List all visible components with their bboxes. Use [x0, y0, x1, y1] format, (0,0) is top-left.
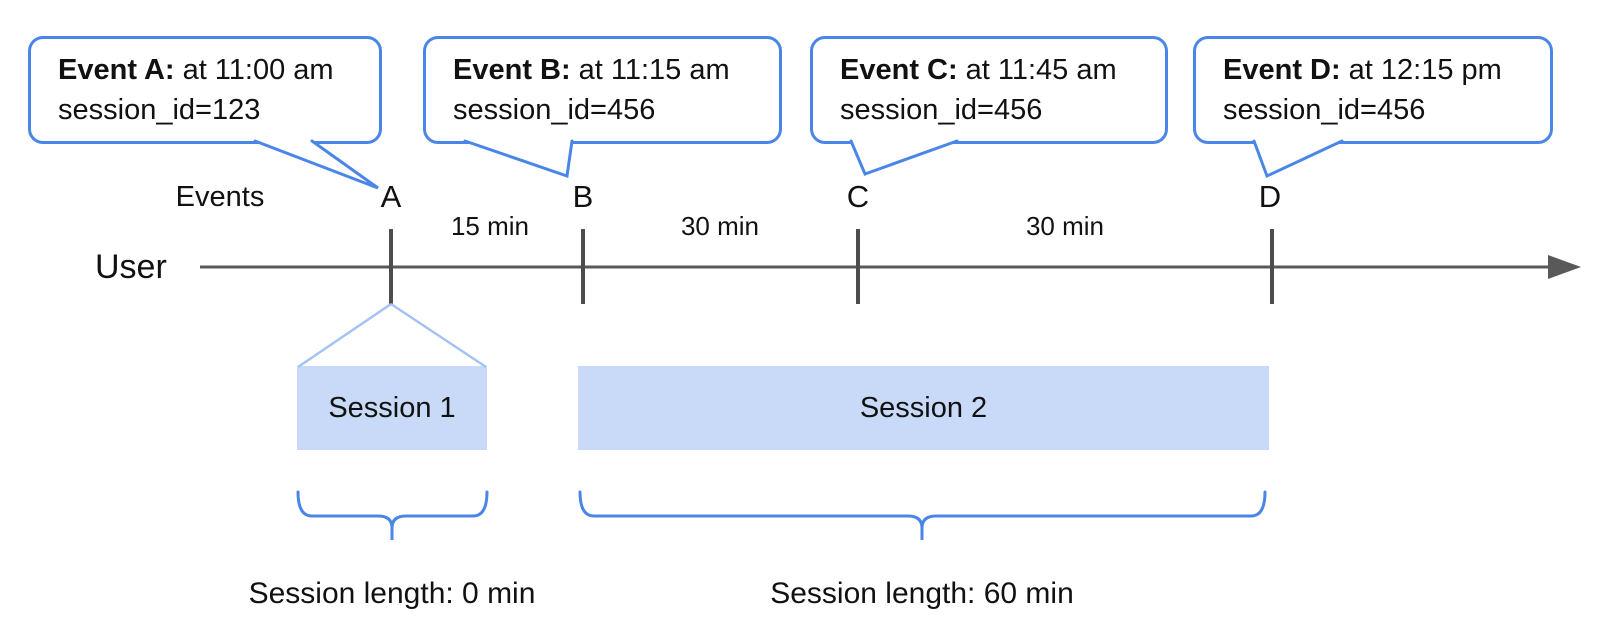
events-axis-label: Events — [175, 181, 265, 213]
interval-label-a-b: 15 min — [450, 211, 530, 241]
event-d-callout-tail — [1252, 139, 1344, 179]
event-c-callout-tail — [849, 139, 959, 176]
session-1-length-label: Session length: 0 min — [248, 577, 536, 610]
session-2-label: Session 2 — [859, 391, 988, 424]
tick-event-a — [389, 229, 393, 304]
interval-label-c-d: 30 min — [1025, 211, 1105, 241]
session-1-funnel-lines — [297, 302, 487, 369]
event-d-time: at 12:15 pm — [1348, 54, 1502, 86]
event-d-session-id: session_id=456 — [1223, 94, 1426, 126]
event-a-session-id: session_id=123 — [58, 94, 261, 126]
event-letter-b: B — [572, 179, 594, 214]
session-1-label: Session 1 — [328, 391, 456, 424]
event-b-session-id: session_id=456 — [453, 94, 656, 126]
session-1-bar: Session 1 — [297, 366, 487, 450]
user-label: User — [95, 248, 167, 286]
event-b-callout-tail — [463, 139, 574, 179]
event-d-callout: Event D:at 12:15 pm session_id=456 — [1193, 36, 1553, 144]
event-a-time: at 11:00 am — [182, 54, 334, 86]
tick-event-d — [1270, 229, 1274, 304]
session-2-brace — [578, 490, 1267, 540]
event-b-time: at 11:15 am — [578, 54, 730, 86]
event-b-title: Event B: — [453, 54, 571, 86]
event-letter-d: D — [1258, 179, 1282, 214]
event-c-time: at 11:45 am — [965, 54, 1117, 86]
event-b-callout: Event B:at 11:15 am session_id=456 — [423, 36, 782, 144]
tick-event-c — [856, 229, 860, 304]
event-c-session-id: session_id=456 — [840, 94, 1043, 126]
interval-label-b-c: 30 min — [680, 211, 760, 241]
session-2-bar: Session 2 — [578, 366, 1269, 450]
event-c-title: Event C: — [840, 54, 958, 86]
event-c-callout: Event C:at 11:45 am session_id=456 — [810, 36, 1168, 144]
session-2-length-label: Session length: 60 min — [770, 577, 1074, 610]
event-a-callout-tail — [253, 139, 379, 190]
event-letter-c: C — [846, 179, 870, 214]
event-letter-a: A — [380, 179, 402, 214]
event-a-callout: Event A:at 11:00 am session_id=123 — [28, 36, 382, 144]
tick-event-b — [581, 229, 585, 304]
session-1-brace — [296, 490, 489, 540]
event-d-title: Event D: — [1223, 54, 1341, 86]
event-a-title: Event A: — [58, 54, 175, 86]
timeline-arrowhead-icon — [1548, 255, 1581, 279]
